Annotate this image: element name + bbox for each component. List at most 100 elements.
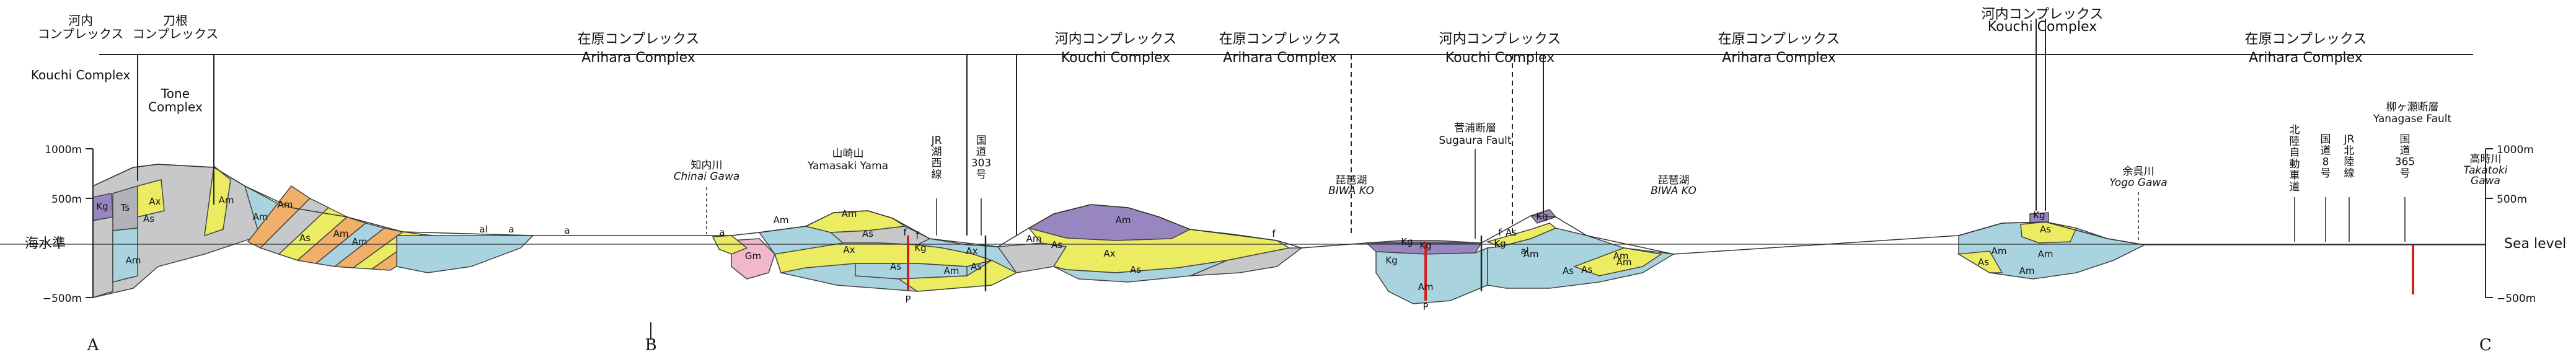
complex-label-en: Arihara Complex: [581, 50, 695, 66]
unit-label: Kg: [2033, 210, 2045, 221]
feature-label: Gawa: [2471, 175, 2500, 187]
unit-label: Am: [1524, 249, 1539, 260]
unit-label: Am: [1116, 214, 1131, 226]
complex-label-jp: 在原コンプレックス: [1219, 32, 1341, 47]
left-scale-label: −500m: [43, 293, 82, 305]
feature-label: 菅浦断層: [1454, 122, 1496, 135]
unit-label: a: [719, 227, 725, 238]
unit-label: Ts: [120, 202, 130, 213]
unit-label: a: [564, 225, 570, 236]
unit-label: As: [143, 213, 154, 224]
section-point-c: C: [2479, 336, 2492, 355]
unit-label: Am: [1418, 281, 1434, 293]
unit-label: Ax: [966, 245, 977, 257]
unit-label: al: [479, 224, 487, 235]
ground-surface: [92, 164, 2486, 255]
unit-label: Gm: [745, 250, 761, 262]
unit-label: Kg: [1401, 236, 1413, 247]
unit-label: al: [1520, 245, 1528, 257]
unit-label: As: [1563, 265, 1574, 276]
unit-as-left-2: [204, 165, 231, 237]
unit-label: Am: [253, 211, 268, 223]
unit-label: Ax: [1103, 248, 1115, 259]
complex-label-en: Arihara Complex: [1223, 50, 1337, 66]
complex-label-en: Arihara Complex: [1722, 50, 1836, 66]
complex-label-en: Kouchi Complex: [1988, 19, 2097, 35]
feature-label: BIWA KO: [1328, 185, 1374, 197]
feature-label: 高時川: [2470, 153, 2502, 166]
unit-label: Kg: [914, 242, 926, 254]
feature-label: 琵琶湖: [1336, 174, 1367, 187]
unit-label: Ax: [149, 196, 161, 207]
unit-label: Ax: [843, 244, 855, 255]
unit-label: P: [905, 294, 911, 305]
geology-units: [92, 164, 2146, 304]
unit-label: As: [299, 232, 311, 244]
complex-label-jp: 在原コンプレックス: [578, 32, 700, 47]
unit-label: Am: [126, 255, 141, 266]
ground-lines: [0, 164, 2486, 255]
sea-level-label-jp: 海水準: [25, 236, 66, 252]
complex-label-jp: 河内コンプレックス: [1055, 32, 1177, 47]
feature-label: 知内川: [691, 159, 723, 172]
unit-label: As: [1581, 264, 1592, 275]
unit-am-left-foot: [396, 235, 534, 273]
unit-label: f: [1272, 228, 1276, 239]
fault-lines: [907, 236, 2414, 301]
feature-label: Yamasaki Yama: [807, 160, 888, 172]
unit-label: Am: [352, 236, 368, 247]
unit-label: Kg: [96, 201, 108, 212]
unit-label: Am: [219, 195, 234, 206]
unit-label: P: [1423, 301, 1428, 312]
feature-label: BIWA KO: [1651, 185, 1696, 197]
feature-label: 琵琶湖: [1658, 174, 1690, 187]
feature-label: Yogo Gawa: [2109, 177, 2167, 189]
unit-label: Am: [1992, 245, 2007, 257]
unit-label: Am: [2019, 265, 2035, 276]
unit-label: As: [1051, 239, 1062, 250]
unit-label: Am: [333, 228, 349, 239]
sea-level-label-en: Sea level: [2504, 236, 2566, 252]
unit-ax-left-base: [92, 216, 113, 299]
complex-label-jp: 在原コンプレックス: [1718, 32, 1840, 47]
unit-label: Am: [944, 265, 959, 276]
complex-label-jp: 河内コンプレックス: [38, 13, 124, 42]
complex-label-jp: 刀根コンプレックス: [133, 13, 219, 42]
unit-kg-yogo: [2029, 212, 2049, 224]
feature-label: 山崎山: [832, 148, 864, 160]
section-point-a: A: [87, 336, 100, 355]
unit-label: As: [971, 261, 982, 272]
complex-label-en: Kouchi Complex: [1445, 50, 1555, 66]
unit-ax-biwa-edge: [1189, 247, 1303, 276]
unit-label: As: [1130, 264, 1141, 275]
unit-label: Kg: [1494, 238, 1506, 249]
unit-label: As: [2040, 224, 2051, 235]
complex-label-jp: 河内コンプレックス: [1982, 7, 2104, 22]
unit-label: Kg: [1536, 211, 1548, 222]
feature-label: 北陸自動車道: [2290, 124, 2300, 193]
feature-label: 余呉川: [2123, 166, 2155, 178]
unit-am-left-strip: [112, 227, 138, 283]
feature-label: Sugaura Fault: [1439, 135, 1511, 147]
unit-as-sugaura-low: [1573, 247, 1662, 276]
complex-label-jp: 河内コンプレックス: [1439, 32, 1561, 47]
feature-label: Chinai Gawa: [674, 170, 740, 183]
unit-label: Am: [278, 199, 293, 210]
complex-label-en: Kouchi Complex: [1061, 50, 1170, 66]
unit-label: Am: [774, 214, 789, 226]
right-scale-label: 1000m: [2497, 144, 2534, 156]
right-scale-label: −500m: [2497, 293, 2536, 305]
unit-label: As: [862, 228, 873, 239]
left-scale-label: 1000m: [45, 144, 82, 156]
unit-label: Kg: [1385, 255, 1397, 266]
unit-label: As: [890, 261, 901, 272]
complex-label-jp: 在原コンプレックス: [2245, 32, 2367, 47]
